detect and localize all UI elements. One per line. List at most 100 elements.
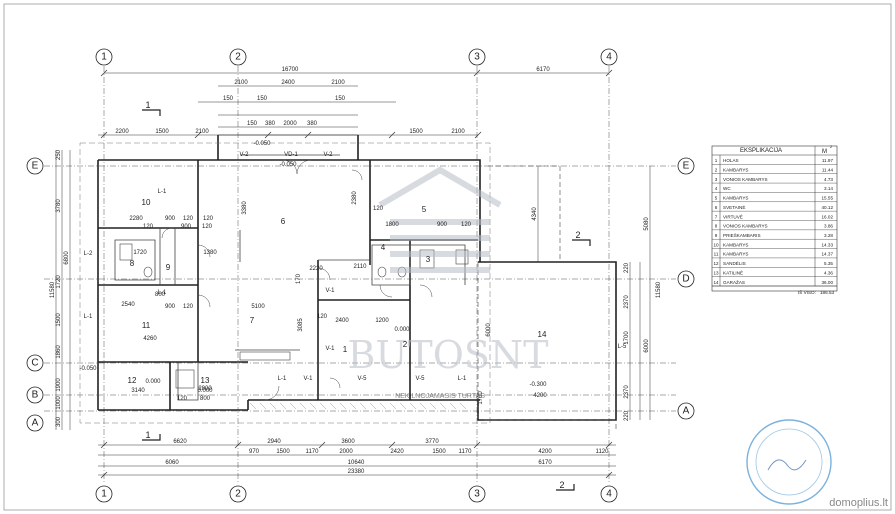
watermark-brand: BUTOSNT: [347, 333, 548, 377]
table-cell-area: 14.33: [822, 242, 834, 247]
level-mark: 0.000: [394, 327, 410, 333]
level-mark: -0.050: [279, 162, 297, 168]
table-cell-area: 3.14: [824, 186, 833, 191]
watermark-tagline: NEKILNOJAMASIS TURTAS: [395, 393, 485, 400]
room-number-7: 7: [250, 316, 255, 325]
dimension-text: 1000: [56, 396, 62, 410]
dimension-text: 3770: [425, 439, 439, 445]
table-cell-number: 10: [713, 242, 719, 247]
table-cell-number: 3: [715, 177, 718, 182]
dimension-text: 1500: [155, 129, 169, 135]
door-swings: [161, 159, 433, 401]
window-label: L-1: [84, 314, 93, 320]
room-number-3: 3: [426, 255, 431, 264]
dimension-text: 1500: [276, 449, 290, 455]
dimension-text: 250: [56, 149, 62, 160]
dimension-text: 120: [183, 304, 194, 310]
room-number-13: 13: [201, 376, 210, 385]
dimension-text: 2940: [267, 439, 281, 445]
dimension-text: 11580: [656, 281, 662, 298]
axis-label-4-bottom: 4: [606, 489, 612, 500]
dimension-text: 2100: [234, 80, 248, 86]
dimension-text: 3380: [242, 201, 248, 215]
partitions: [114, 134, 466, 401]
dimension-text: 3140: [131, 388, 145, 394]
dimension-text: 1500: [432, 449, 446, 455]
axis-label-a-left: A: [32, 418, 39, 429]
dimension-text: 23380: [348, 469, 365, 475]
table-cell-number: 9: [715, 233, 718, 238]
dimension-text: 4200: [538, 449, 552, 455]
boiler: [175, 369, 195, 389]
axis-label-e-right: E: [683, 161, 690, 172]
table-cell-number: 8: [715, 224, 718, 229]
table-cell-area: 3.28: [824, 233, 833, 238]
dimension-text: 1720: [56, 275, 62, 289]
room-number-8: 8: [130, 259, 135, 268]
dimension-text: 380: [265, 121, 276, 127]
dimension-text: 3085: [298, 318, 304, 332]
axis-label-3-bottom: 3: [474, 489, 480, 500]
table-cell-area: 36.00: [822, 280, 834, 285]
table-cell-area: 3.86: [824, 224, 833, 229]
table-cell-area: 11.97: [822, 158, 834, 163]
dimension-text: 4260: [143, 336, 157, 342]
dimension-text: 6060: [165, 460, 179, 466]
window-label: V-1: [325, 288, 335, 294]
level-mark: 0.000: [197, 388, 213, 394]
table-cell-number: 12: [713, 261, 719, 266]
toilet: [143, 266, 153, 278]
dimension-text: 120: [202, 224, 213, 230]
table-total-value: 186.53: [820, 290, 834, 295]
garage-outline: [477, 165, 617, 430]
dimension-text: 150: [257, 96, 268, 102]
table-cell-number: 4: [715, 186, 718, 191]
dimension-text: 2220: [309, 266, 323, 272]
window-label: V-5: [415, 376, 425, 382]
dimension-text: 300: [56, 416, 62, 427]
dimension-text: 1120: [596, 449, 610, 455]
room-number-2: 2: [403, 340, 408, 349]
axis-label-d-right: D: [682, 274, 689, 285]
dimension-text: 2400: [335, 318, 349, 324]
table-total-label: IŠ VISO:: [798, 289, 816, 295]
dimension-text: 1500: [409, 129, 423, 135]
window-label: L-5: [618, 344, 627, 350]
axis-label-1-bottom: 1: [101, 489, 107, 500]
table-cell-name: KAMBARYS: [723, 168, 748, 173]
window-label: L-1: [278, 376, 287, 382]
dimension-text: 120: [143, 224, 154, 230]
dimension-text: 10640: [348, 460, 365, 466]
dimension-text: 170: [296, 273, 302, 284]
level-mark: 0.000: [145, 379, 161, 385]
dimension-text: 120: [461, 222, 472, 228]
table-title: EKSPLIKACIJA: [740, 148, 782, 154]
table-cell-area: 4.36: [824, 270, 833, 275]
table-cell-area: 14.37: [822, 252, 834, 257]
axis-label-2-bottom: 2: [235, 489, 241, 500]
axis-label-4-top: 4: [606, 52, 612, 63]
dimension-text: 150: [335, 96, 346, 102]
window-label: V-5: [357, 376, 367, 382]
table-unit-superscript: 2: [830, 144, 833, 149]
window-label: L-1: [158, 189, 167, 195]
site-watermark: domoplius.lt: [829, 497, 888, 509]
dimension-text: 120: [373, 206, 384, 212]
axis-label-a-right: A: [683, 406, 690, 417]
window-label: V-1: [325, 346, 335, 352]
room-number-4: 4: [381, 243, 386, 252]
window-label: V-1: [303, 376, 313, 382]
dimension-text: 120: [203, 216, 214, 222]
dimension-text: 2200: [115, 129, 129, 135]
terrace-hatch: [249, 402, 467, 410]
dimension-text: 1380: [203, 250, 217, 256]
room-number-6: 6: [281, 217, 286, 226]
table-cell-area: 4.73: [824, 177, 833, 182]
door-label: VD-1: [284, 152, 298, 158]
dimension-text: 900: [165, 304, 176, 310]
dimension-text: 5080: [644, 217, 650, 231]
dimension-text: 1200: [375, 318, 389, 324]
dimension-text: 800: [155, 292, 166, 298]
dimension-text: 2380: [352, 191, 358, 205]
